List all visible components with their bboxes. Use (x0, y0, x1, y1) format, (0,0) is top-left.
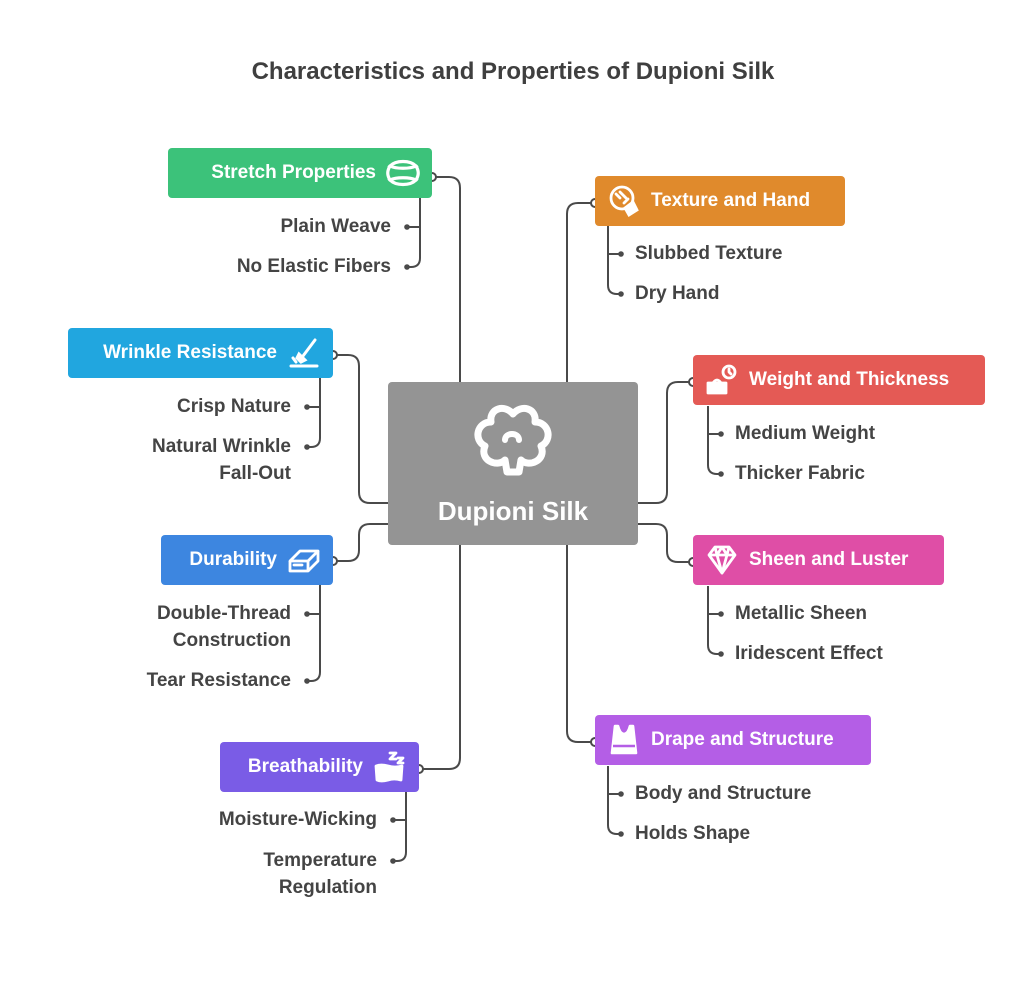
weight-scale-icon (705, 363, 739, 397)
item-bullet (304, 444, 310, 450)
fabric-texture-icon (607, 184, 641, 218)
connector-center-sheen (638, 523, 693, 563)
elastic-band-icon (386, 156, 420, 190)
item-bullet (304, 611, 310, 617)
list-item: Double-Thread (156, 603, 291, 624)
category-label: Texture and Hand (651, 190, 811, 211)
category-stretch-properties: Stretch Properties (168, 148, 432, 198)
item-bullet (304, 678, 310, 684)
item-bullet (404, 224, 410, 230)
bracket-weight (707, 406, 721, 475)
list-item: Body and Structure (635, 783, 812, 804)
iron-icon (287, 336, 321, 370)
bracket-stretch (407, 185, 421, 268)
item-bullet (718, 471, 724, 477)
list-item: Iridescent Effect (735, 643, 883, 664)
category-label: Durability (189, 549, 277, 570)
item-bullet (304, 404, 310, 410)
connector-center-weight (638, 381, 693, 504)
bracket-wrinkle (307, 363, 321, 448)
category-drape-and-structure: Drape and Structure (595, 715, 871, 765)
category-texture-and-hand: Texture and Hand (595, 176, 845, 226)
list-item: Thicker Fabric (735, 463, 865, 484)
list-item: Medium Weight (735, 423, 876, 444)
category-label: Weight and Thickness (749, 369, 950, 390)
connector-center-wrinkle (333, 354, 388, 504)
item-bullet (618, 791, 624, 797)
item-bullet (718, 611, 724, 617)
center-label: Dupioni Silk (437, 496, 589, 526)
item-bullet (390, 858, 396, 864)
category-label: Sheen and Luster (749, 549, 909, 570)
list-item: Metallic Sheen (735, 603, 867, 624)
item-bullet (618, 291, 624, 297)
list-item: Construction (172, 630, 291, 651)
center-node: Dupioni Silk (388, 382, 638, 545)
category-wrinkle-resistance: Wrinkle Resistance (68, 328, 333, 378)
category-weight-and-thickness: Weight and Thickness (693, 355, 985, 405)
bracket-durability (307, 569, 321, 682)
item-bullet (618, 251, 624, 257)
list-item: Plain Weave (280, 216, 391, 237)
item-bullet (404, 264, 410, 270)
diagram-title: Characteristics and Properties of Dupion… (251, 58, 775, 85)
item-bullet (718, 651, 724, 657)
connector-center-stretch (432, 176, 461, 382)
tank-top-icon (607, 723, 641, 757)
list-item: No Elastic Fibers (236, 256, 391, 277)
list-item: Temperature (263, 850, 377, 871)
list-item: Fall-Out (219, 463, 291, 484)
category-label: Stretch Properties (211, 162, 376, 183)
category-label: Wrinkle Resistance (103, 342, 277, 363)
category-durability: Durability (161, 535, 333, 585)
item-bullet (718, 431, 724, 437)
bracket-texture (607, 226, 621, 295)
list-item: Crisp Nature (176, 396, 291, 417)
item-bullet (618, 831, 624, 837)
bracket-drape (607, 766, 621, 835)
bracket-breathability (393, 777, 407, 862)
connector-center-durability (333, 523, 388, 562)
list-item: Moisture-Wicking (218, 809, 377, 830)
pillow-sleep-icon (373, 750, 407, 784)
item-bullet (390, 817, 396, 823)
connector-center-breathability (419, 545, 461, 770)
list-item: Slubbed Texture (635, 243, 783, 264)
list-item: Regulation (278, 877, 377, 898)
category-sheen-and-luster: Sheen and Luster (693, 535, 944, 585)
bracket-sheen (707, 586, 721, 655)
connector-center-texture (566, 202, 595, 382)
list-item: Dry Hand (635, 283, 720, 304)
category-label: Drape and Structure (651, 729, 834, 750)
eraser-icon (287, 543, 321, 577)
list-item: Holds Shape (635, 823, 751, 844)
list-item: Natural Wrinkle (151, 436, 291, 457)
connector-center-drape (566, 545, 595, 743)
category-breathability: Breathability (220, 742, 419, 792)
list-item: Tear Resistance (146, 670, 291, 691)
cotton-boll-icon (471, 402, 555, 482)
category-label: Breathability (247, 756, 363, 777)
diamond-icon (705, 543, 739, 577)
